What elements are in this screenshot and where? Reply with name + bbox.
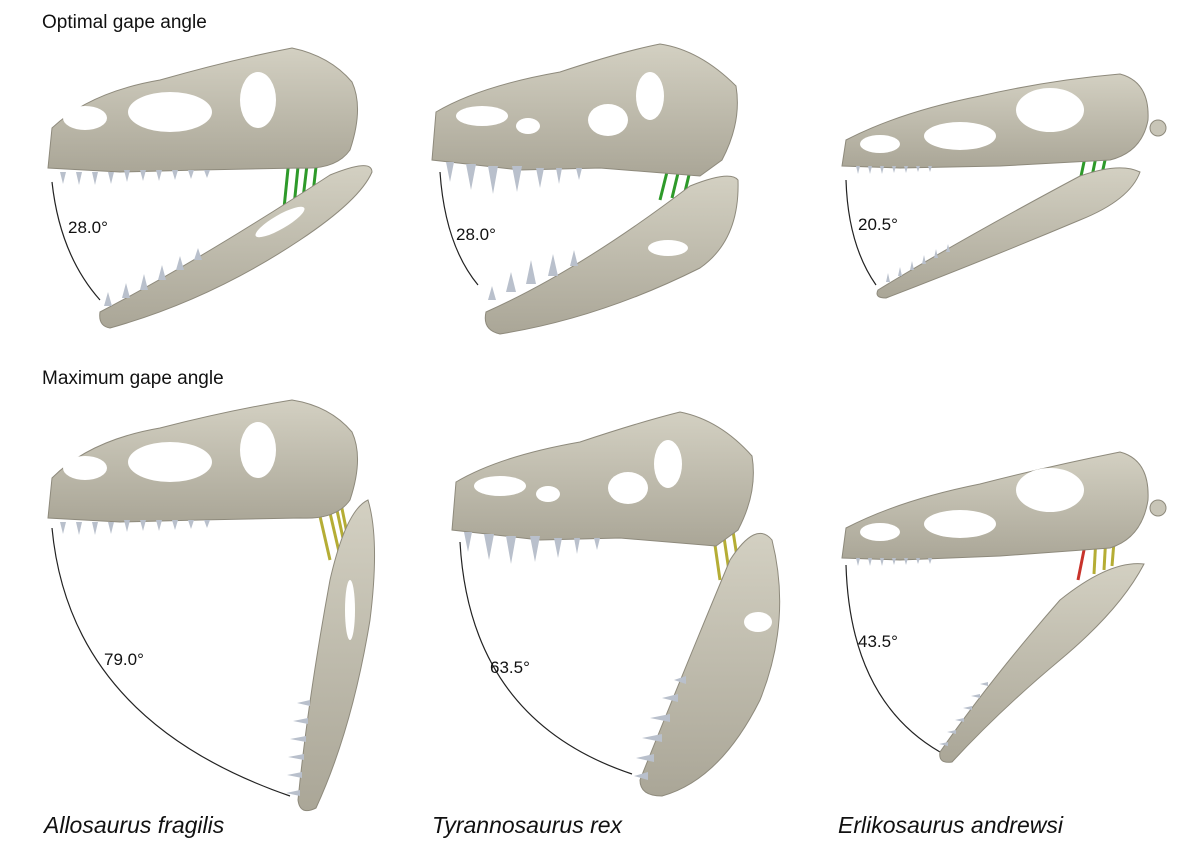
angle-label-tyrannosaurus-maximum: 63.5° <box>490 658 530 677</box>
gape-arc <box>51 181 101 301</box>
row-title-optimal: Optimal gape angle <box>42 12 207 33</box>
lower-jaw <box>297 499 376 812</box>
skull-erlikosaurus-maximum <box>841 451 1167 763</box>
teeth <box>856 166 950 282</box>
lower-jaw <box>639 532 781 797</box>
angle-label-erlikosaurus-maximum: 43.5° <box>858 632 898 651</box>
gape-arc <box>439 171 479 286</box>
teeth <box>60 520 310 796</box>
gape-arc <box>459 541 633 775</box>
skull-fenestrae <box>63 72 276 132</box>
teeth <box>446 162 582 300</box>
lower-jaw <box>484 175 739 335</box>
skull-fenestrae <box>474 440 682 504</box>
teeth <box>464 532 686 780</box>
skull-erlikosaurus-optimal <box>841 73 1167 299</box>
gape-arc <box>845 564 941 753</box>
lower-jaw <box>939 563 1145 763</box>
row-title-maximum: Maximum gape angle <box>42 368 224 389</box>
skull-fenestrae <box>63 422 276 482</box>
skull-fenestrae <box>860 88 1084 153</box>
cranium <box>841 451 1149 561</box>
skull-tyrannosaurus-maximum <box>451 411 781 797</box>
species-allosaurus: Allosaurus fragilis <box>44 812 225 838</box>
angle-label-allosaurus-optimal: 28.0° <box>68 218 108 237</box>
cranium <box>841 73 1149 169</box>
species-tyrannosaurus: Tyrannosaurus rex <box>432 812 623 838</box>
species-erlikosaurus: Erlikosaurus andrewsi <box>838 812 1063 838</box>
angle-label-allosaurus-maximum: 79.0° <box>104 650 144 669</box>
lower-jaw <box>99 165 373 329</box>
gape-arc <box>845 179 877 286</box>
angle-label-tyrannosaurus-optimal: 28.0° <box>456 225 496 244</box>
gape-arc <box>51 527 291 797</box>
skull-allosaurus-optimal <box>47 47 373 329</box>
skull-fenestrae <box>456 72 664 136</box>
skull-allosaurus-maximum <box>47 399 376 812</box>
lower-jaw <box>876 167 1141 299</box>
cranium <box>451 411 754 547</box>
angle-label-erlikosaurus-optimal: 20.5° <box>858 215 898 234</box>
cranium <box>431 43 738 177</box>
teeth <box>856 558 988 746</box>
skull-tyrannosaurus-optimal <box>431 43 739 335</box>
teeth <box>60 170 210 306</box>
skull-fenestrae <box>860 468 1084 541</box>
